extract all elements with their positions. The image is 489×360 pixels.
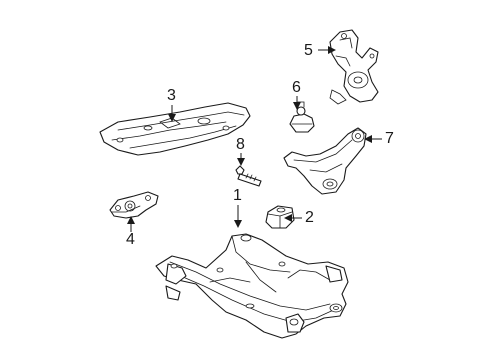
callout-5: 5 — [304, 42, 313, 59]
callout-6: 6 — [292, 79, 301, 96]
arrowhead-7 — [364, 135, 372, 143]
part-8-bolt — [235, 165, 262, 187]
part-7-lower-control-arm — [283, 127, 367, 195]
arrowhead-8 — [237, 158, 245, 166]
arrowhead-6 — [293, 102, 301, 110]
part-5-steering-knuckle — [329, 29, 379, 105]
callout-8: 8 — [236, 136, 245, 153]
leader-lines — [127, 46, 382, 232]
callout-7: 7 — [385, 130, 394, 147]
part-4-mount-bracket — [109, 191, 159, 219]
part-6-ball-joint — [289, 101, 315, 133]
arrowhead-2 — [284, 214, 292, 222]
part-2-mount-bushing — [265, 205, 295, 229]
arrowhead-5 — [328, 46, 336, 54]
part-1-subframe — [155, 233, 349, 339]
arrowhead-1 — [234, 220, 242, 228]
arrowhead-4 — [127, 216, 135, 224]
callout-2: 2 — [305, 209, 314, 226]
callout-3: 3 — [167, 87, 176, 104]
arrowhead-3 — [168, 114, 176, 122]
part-3-crossmember — [99, 102, 251, 156]
callout-1: 1 — [233, 187, 242, 204]
callout-4: 4 — [126, 231, 135, 248]
